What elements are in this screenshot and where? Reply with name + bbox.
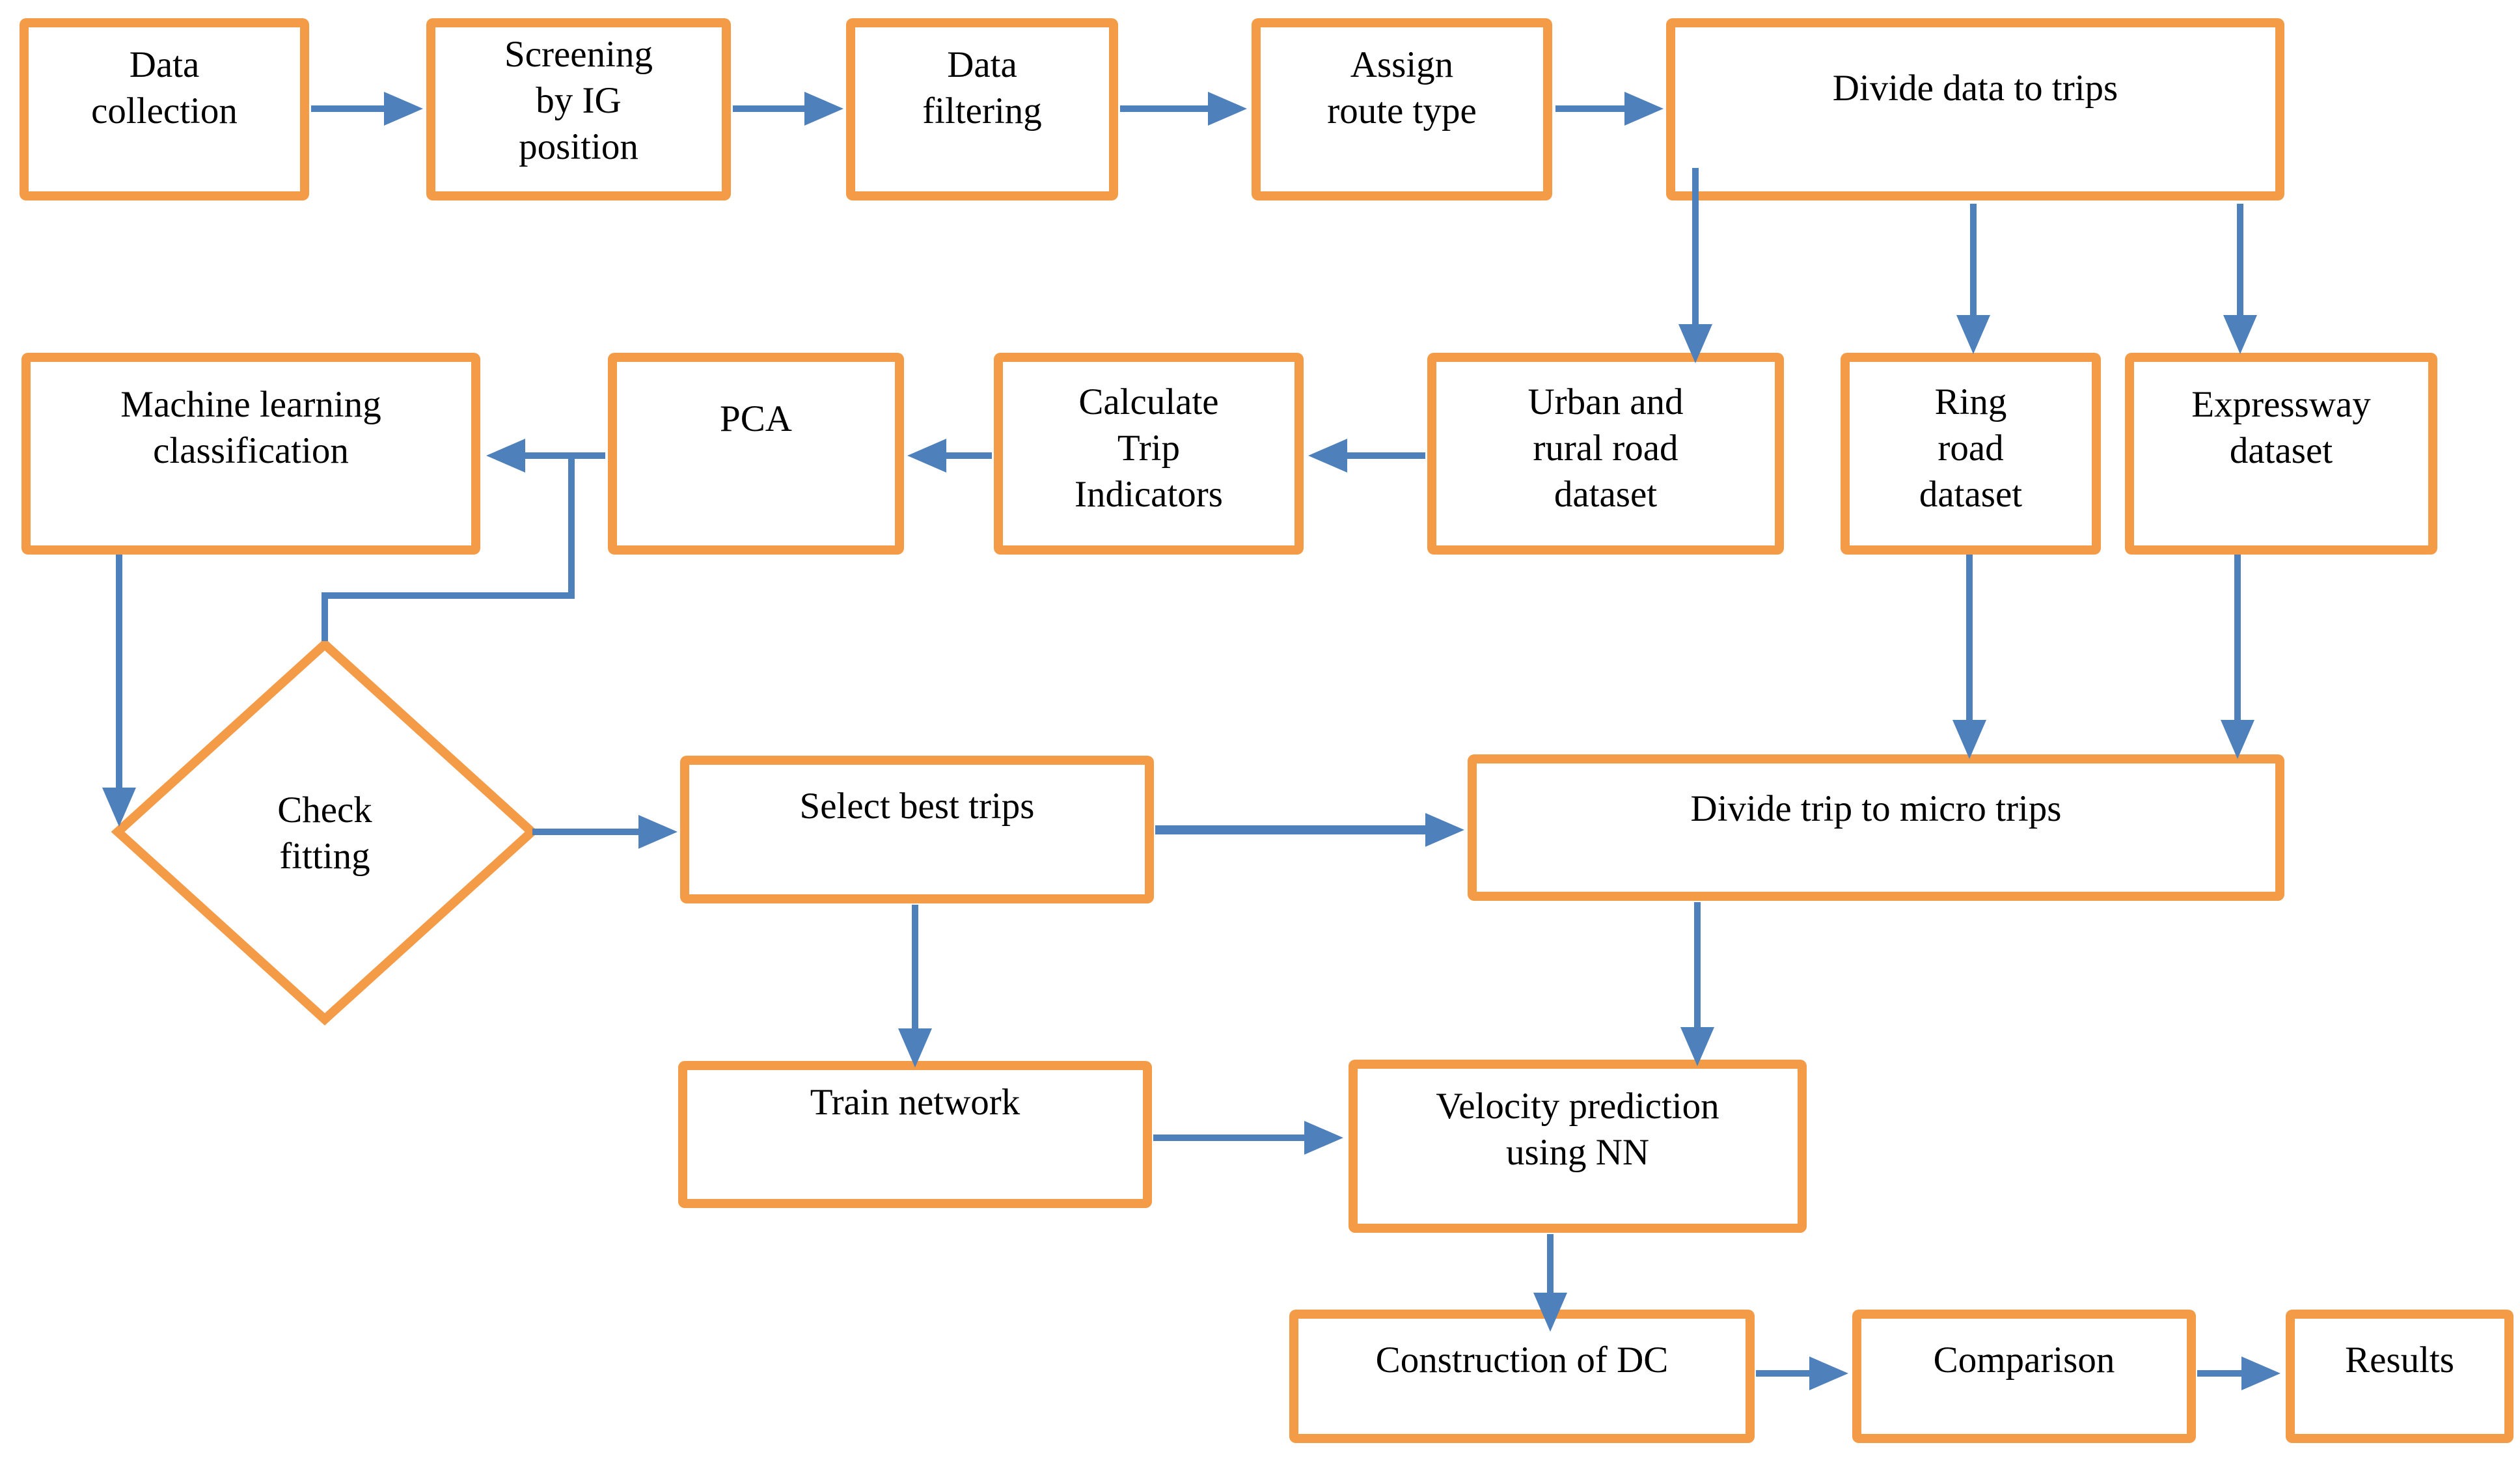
node-label: Calculate Trip Indicators — [1075, 381, 1223, 515]
node-label: Divide trip to micro trips — [1690, 788, 2062, 829]
node-expressway-dataset: Expressway dataset — [2125, 353, 2437, 555]
node-label: Data filtering — [922, 44, 1042, 131]
node-label: Velocity prediction using NN — [1436, 1086, 1719, 1173]
node-screening-by-ig-position: Screening by IG position — [426, 18, 731, 200]
node-comparison: Comparison — [1852, 1310, 2196, 1443]
node-label: Comparison — [1933, 1340, 2115, 1381]
node-divide-data-to-trips: Divide data to trips — [1666, 18, 2284, 200]
node-label: Expressway dataset — [2191, 384, 2371, 471]
node-select-best-trips: Select best trips — [680, 756, 1154, 903]
node-pca: PCA — [608, 353, 904, 555]
node-label: Train network — [810, 1082, 1020, 1123]
node-assign-route-type: Assign route type — [1252, 18, 1552, 200]
node-label: Results — [2345, 1340, 2454, 1381]
node-label: Data collection — [91, 44, 238, 131]
node-velocity-prediction-using-nn: Velocity prediction using NN — [1349, 1060, 1807, 1233]
node-label: Screening by IG position — [504, 34, 653, 167]
node-label: Machine learning classification — [120, 384, 381, 471]
node-check-fitting: Check fitting — [182, 762, 468, 905]
node-label: Assign route type — [1327, 44, 1477, 131]
node-results: Results — [2286, 1310, 2513, 1443]
node-machine-learning-classification: Machine learning classification — [21, 353, 480, 555]
node-label: Check fitting — [277, 790, 372, 877]
node-divide-trip-to-micro-trips: Divide trip to micro trips — [1468, 754, 2284, 901]
node-construction-of-dc: Construction of DC — [1289, 1310, 1755, 1443]
node-label: Divide data to trips — [1832, 68, 2118, 109]
node-urban-rural-road-dataset: Urban and rural road dataset — [1427, 353, 1784, 555]
node-label: PCA — [720, 398, 792, 439]
node-calculate-trip-indicators: Calculate Trip Indicators — [994, 353, 1304, 555]
node-data-filtering: Data filtering — [846, 18, 1118, 200]
node-label: Urban and rural road dataset — [1527, 381, 1684, 515]
node-label: Select best trips — [799, 786, 1035, 827]
node-label: Ring road dataset — [1919, 381, 2023, 515]
node-data-collection: Data collection — [20, 18, 309, 200]
node-label: Construction of DC — [1375, 1340, 1669, 1381]
node-train-network: Train network — [678, 1061, 1152, 1208]
node-ring-road-dataset: Ring road dataset — [1841, 353, 2101, 555]
